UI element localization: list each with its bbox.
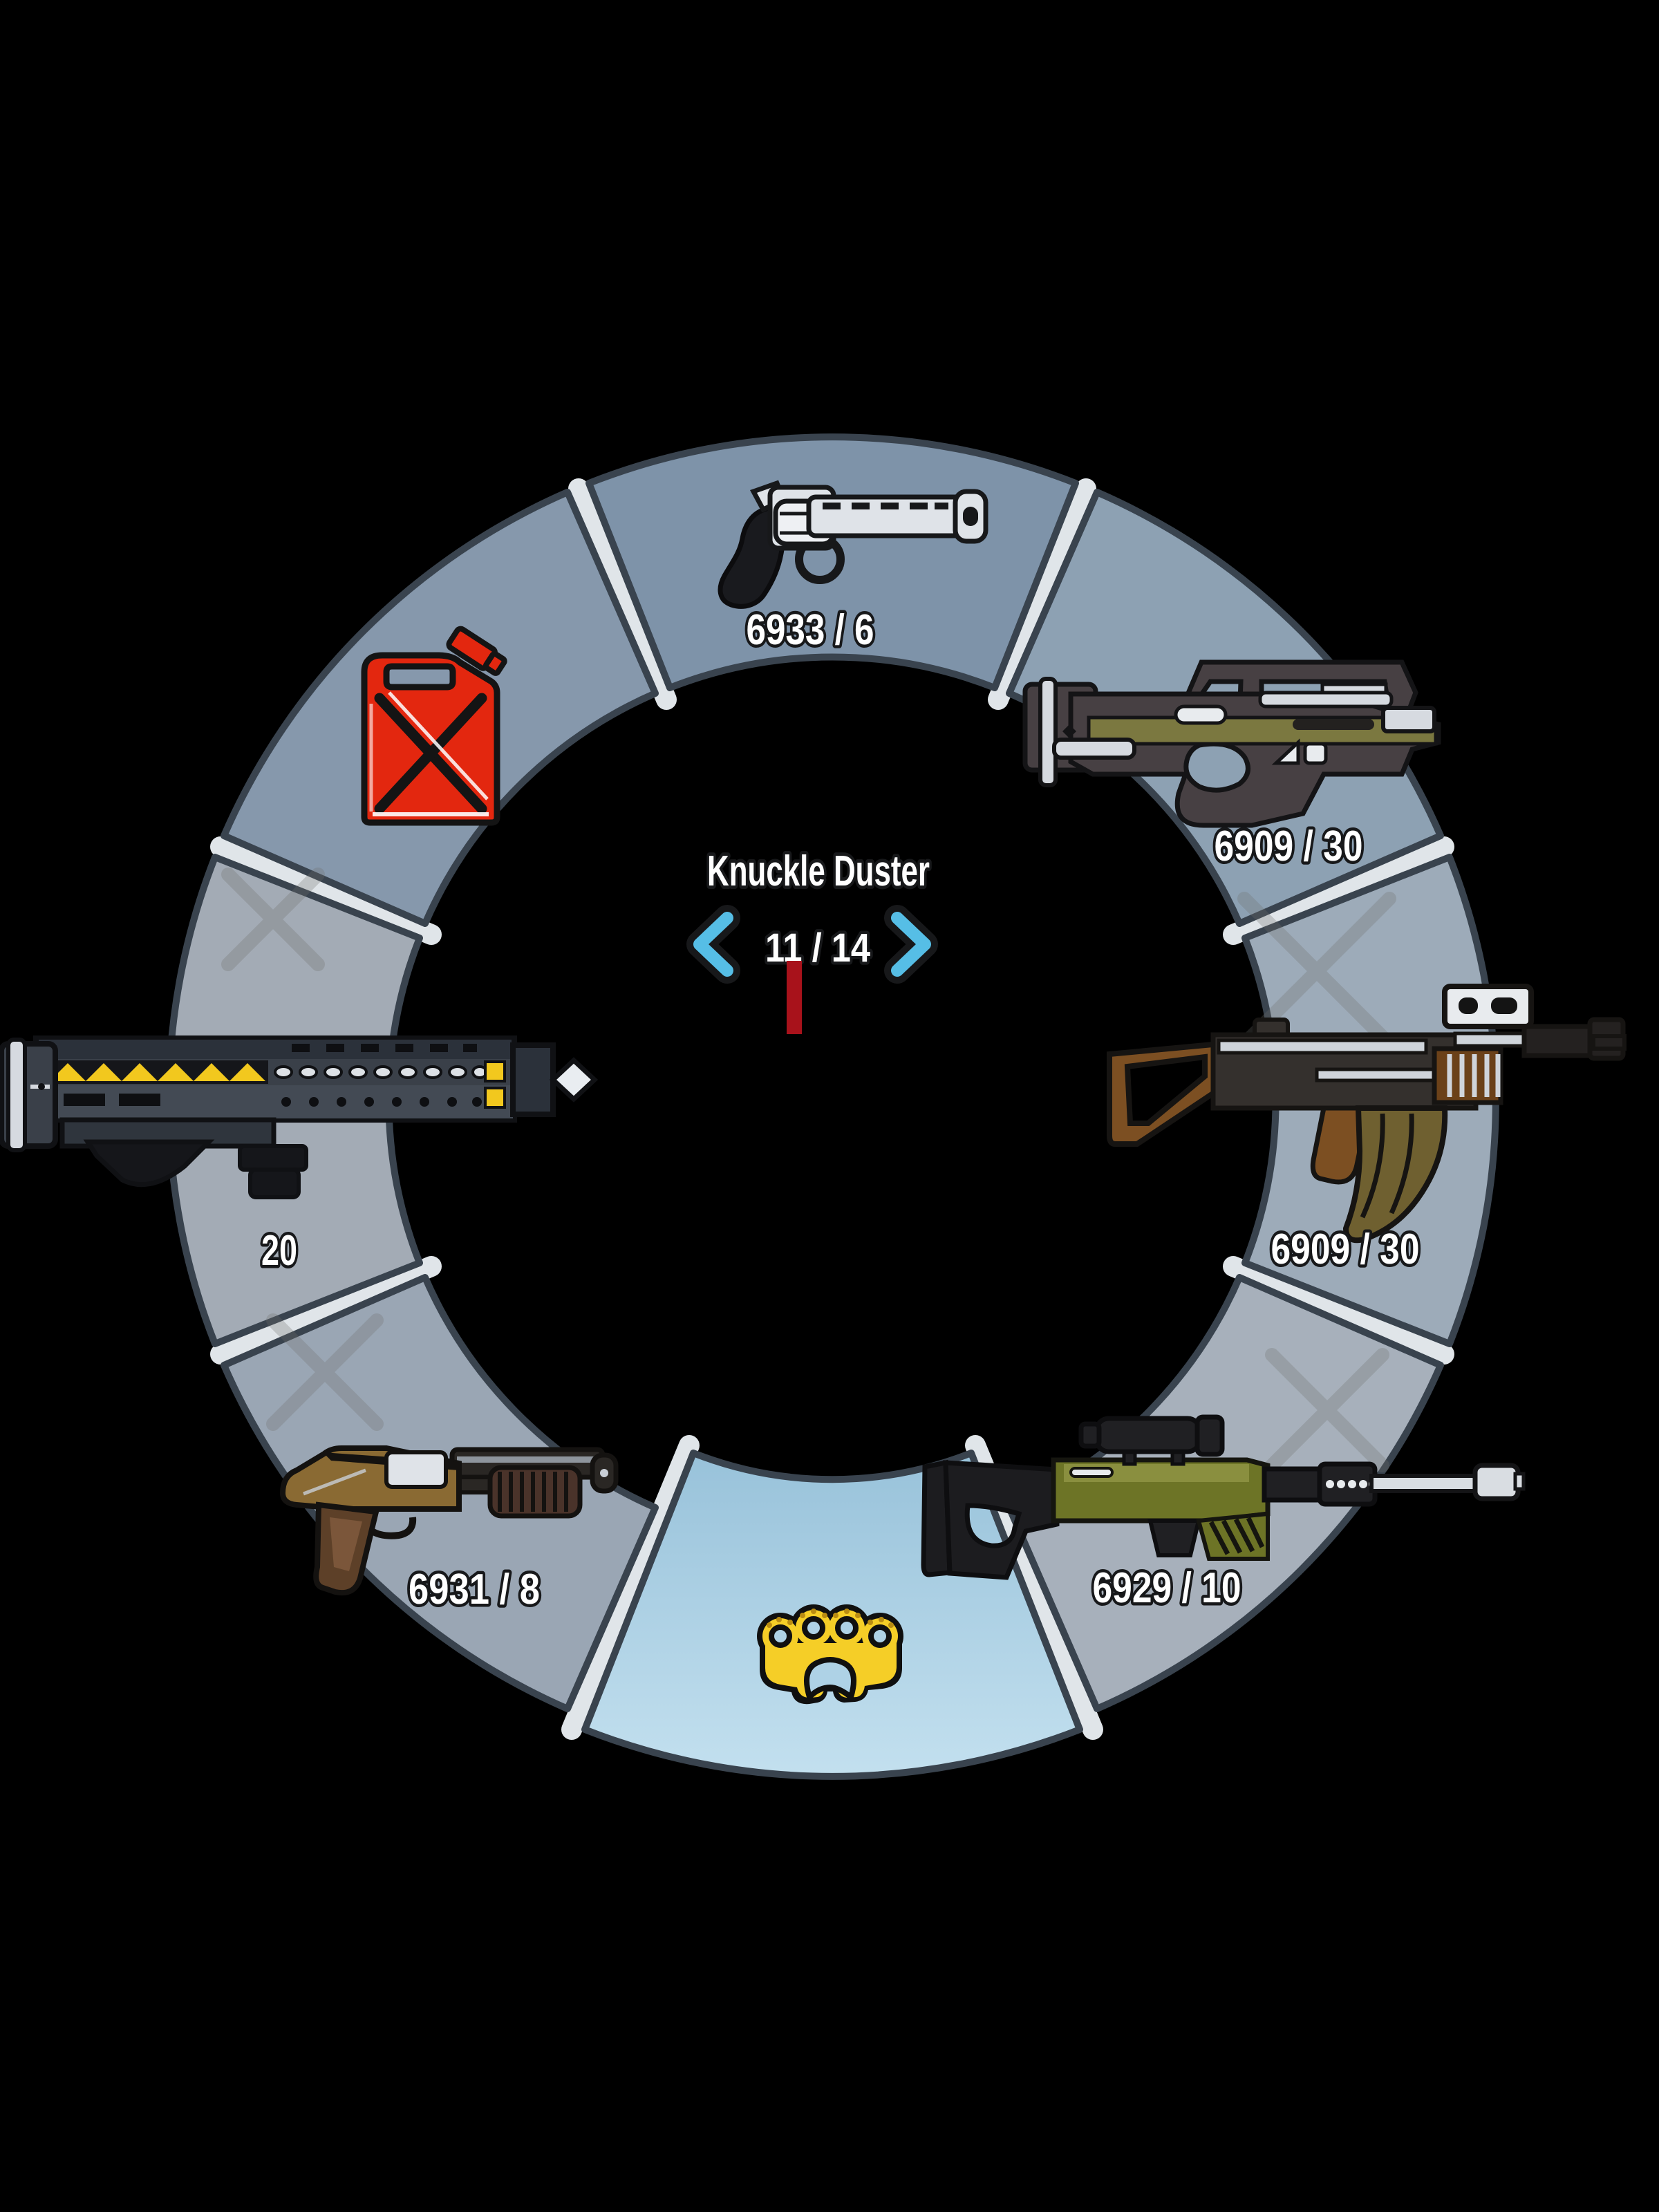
prev-weapon-chevron[interactable] <box>686 905 740 984</box>
ak-rifle-icon <box>1107 984 1627 1244</box>
jerry-can-icon <box>361 626 507 826</box>
ammo-label-shotgun: 6931 / 8 <box>409 1566 540 1613</box>
chevron-right-icon <box>891 912 931 977</box>
ammo-label-revolver: 6933 / 6 <box>747 606 874 654</box>
selected-weapon-title: Knuckle Duster <box>707 847 930 895</box>
center-hub: Knuckle Duster 11 / 14 <box>686 844 938 1034</box>
revolver-icon <box>718 480 988 609</box>
next-weapon-chevron[interactable] <box>884 905 938 984</box>
knuckle-duster-icon <box>757 1604 903 1705</box>
ammo-label-rifle: 6909 / 30 <box>1271 1226 1420 1273</box>
weapon-pager: 11 / 14 <box>765 926 870 971</box>
scratch-decorations <box>221 868 1396 1472</box>
ammo-label-energy-rifle: 20 <box>261 1227 297 1275</box>
sniper-rifle-icon <box>921 1414 1526 1580</box>
chevron-left-icon <box>693 912 733 977</box>
pdw-smg-icon <box>1022 659 1441 828</box>
ammo-labels: 6933 / 6 6909 / 30 6909 / 30 6929 / 10 6… <box>259 603 1423 1617</box>
shotgun-icon <box>279 1445 619 1595</box>
ammo-label-pdw: 6909 / 30 <box>1215 823 1363 870</box>
center-cursor-mark <box>787 961 802 1034</box>
ammo-label-sniper: 6929 / 10 <box>1093 1564 1241 1612</box>
energy-rifle-icon <box>0 1035 599 1199</box>
